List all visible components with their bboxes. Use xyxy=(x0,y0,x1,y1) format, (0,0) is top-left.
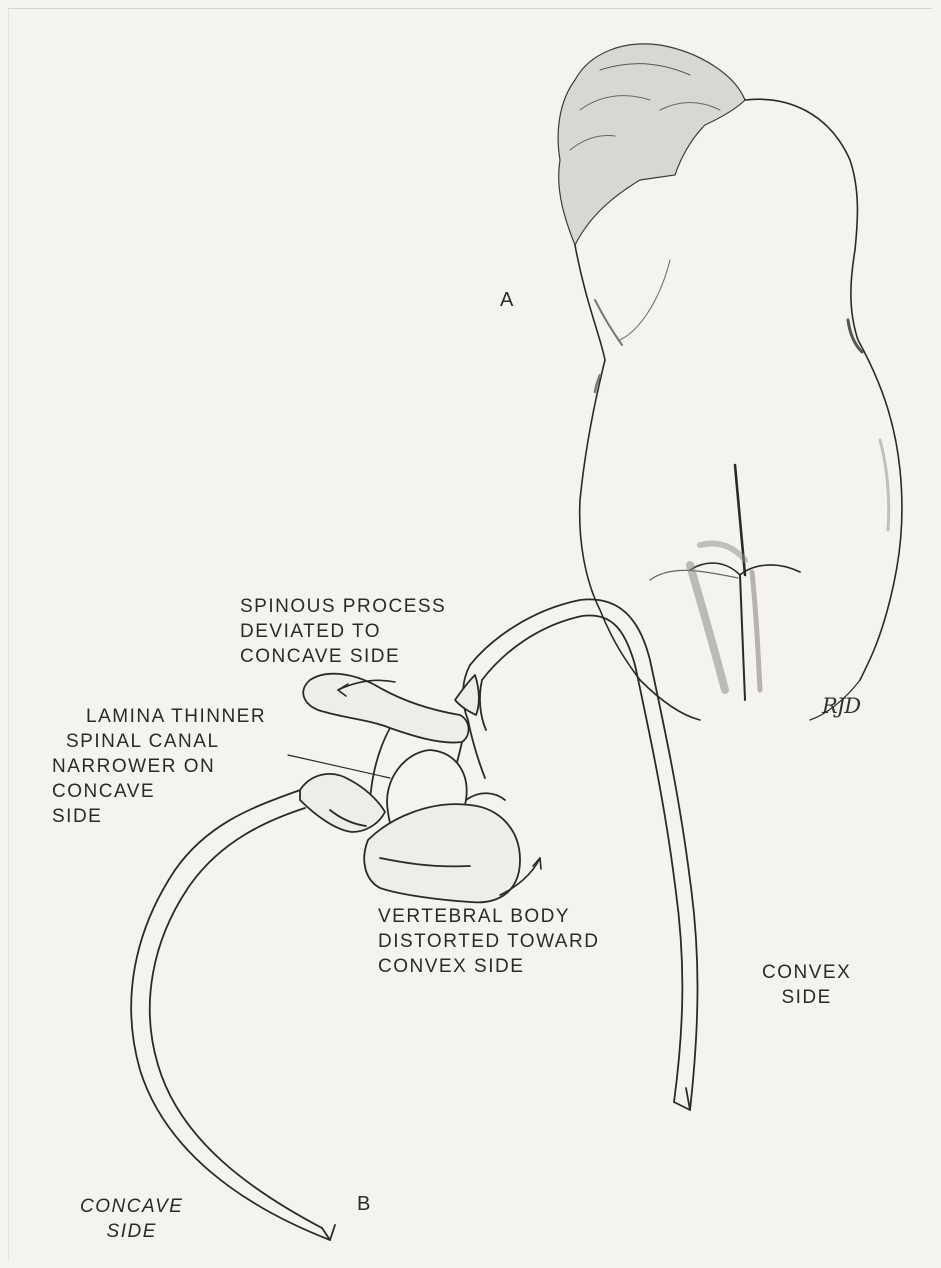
concave-rib-inner xyxy=(150,808,322,1228)
panel-b-label: B xyxy=(357,1192,370,1217)
label-line: VERTEBRAL BODY xyxy=(378,904,599,929)
lamina-label: LAMINA THINNER SPINAL CANAL NARROWER ON … xyxy=(52,704,266,829)
label-line: DEVIATED TO xyxy=(240,619,446,644)
spinous-process xyxy=(303,674,468,743)
label-line: SIDE xyxy=(762,985,851,1010)
artist-signature: RJD xyxy=(822,694,860,718)
concave-rib-outer xyxy=(131,790,330,1240)
torso-right-contour xyxy=(851,250,902,680)
convex-side-label: CONVEX SIDE xyxy=(762,960,851,1010)
label-line: CONCAVE xyxy=(52,779,266,804)
label-line: SIDE xyxy=(80,1219,183,1244)
label-line: SPINAL CANAL xyxy=(66,729,266,754)
panel-a-label: A xyxy=(500,288,513,313)
label-line: CONVEX xyxy=(762,960,851,985)
spinous-process-label: SPINOUS PROCESS DEVIATED TO CONCAVE SIDE xyxy=(240,594,446,669)
vertebral-body-label: VERTEBRAL BODY DISTORTED TOWARD CONVEX S… xyxy=(378,904,599,979)
torso-left-contour xyxy=(575,245,640,680)
hair xyxy=(558,44,745,245)
vertebral-body xyxy=(364,804,520,902)
label-line: CONCAVE xyxy=(80,1194,183,1219)
concave-side-label: CONCAVE SIDE xyxy=(80,1194,183,1244)
torso-figure xyxy=(558,44,902,720)
label-line: LAMINA THINNER xyxy=(86,704,266,729)
label-line: SIDE xyxy=(52,804,266,829)
label-line: SPINOUS PROCESS xyxy=(240,594,446,619)
label-line: CONVEX SIDE xyxy=(378,954,599,979)
label-line: DISTORTED TOWARD xyxy=(378,929,599,954)
label-line: NARROWER ON xyxy=(52,754,266,779)
label-line: CONCAVE SIDE xyxy=(240,644,446,669)
